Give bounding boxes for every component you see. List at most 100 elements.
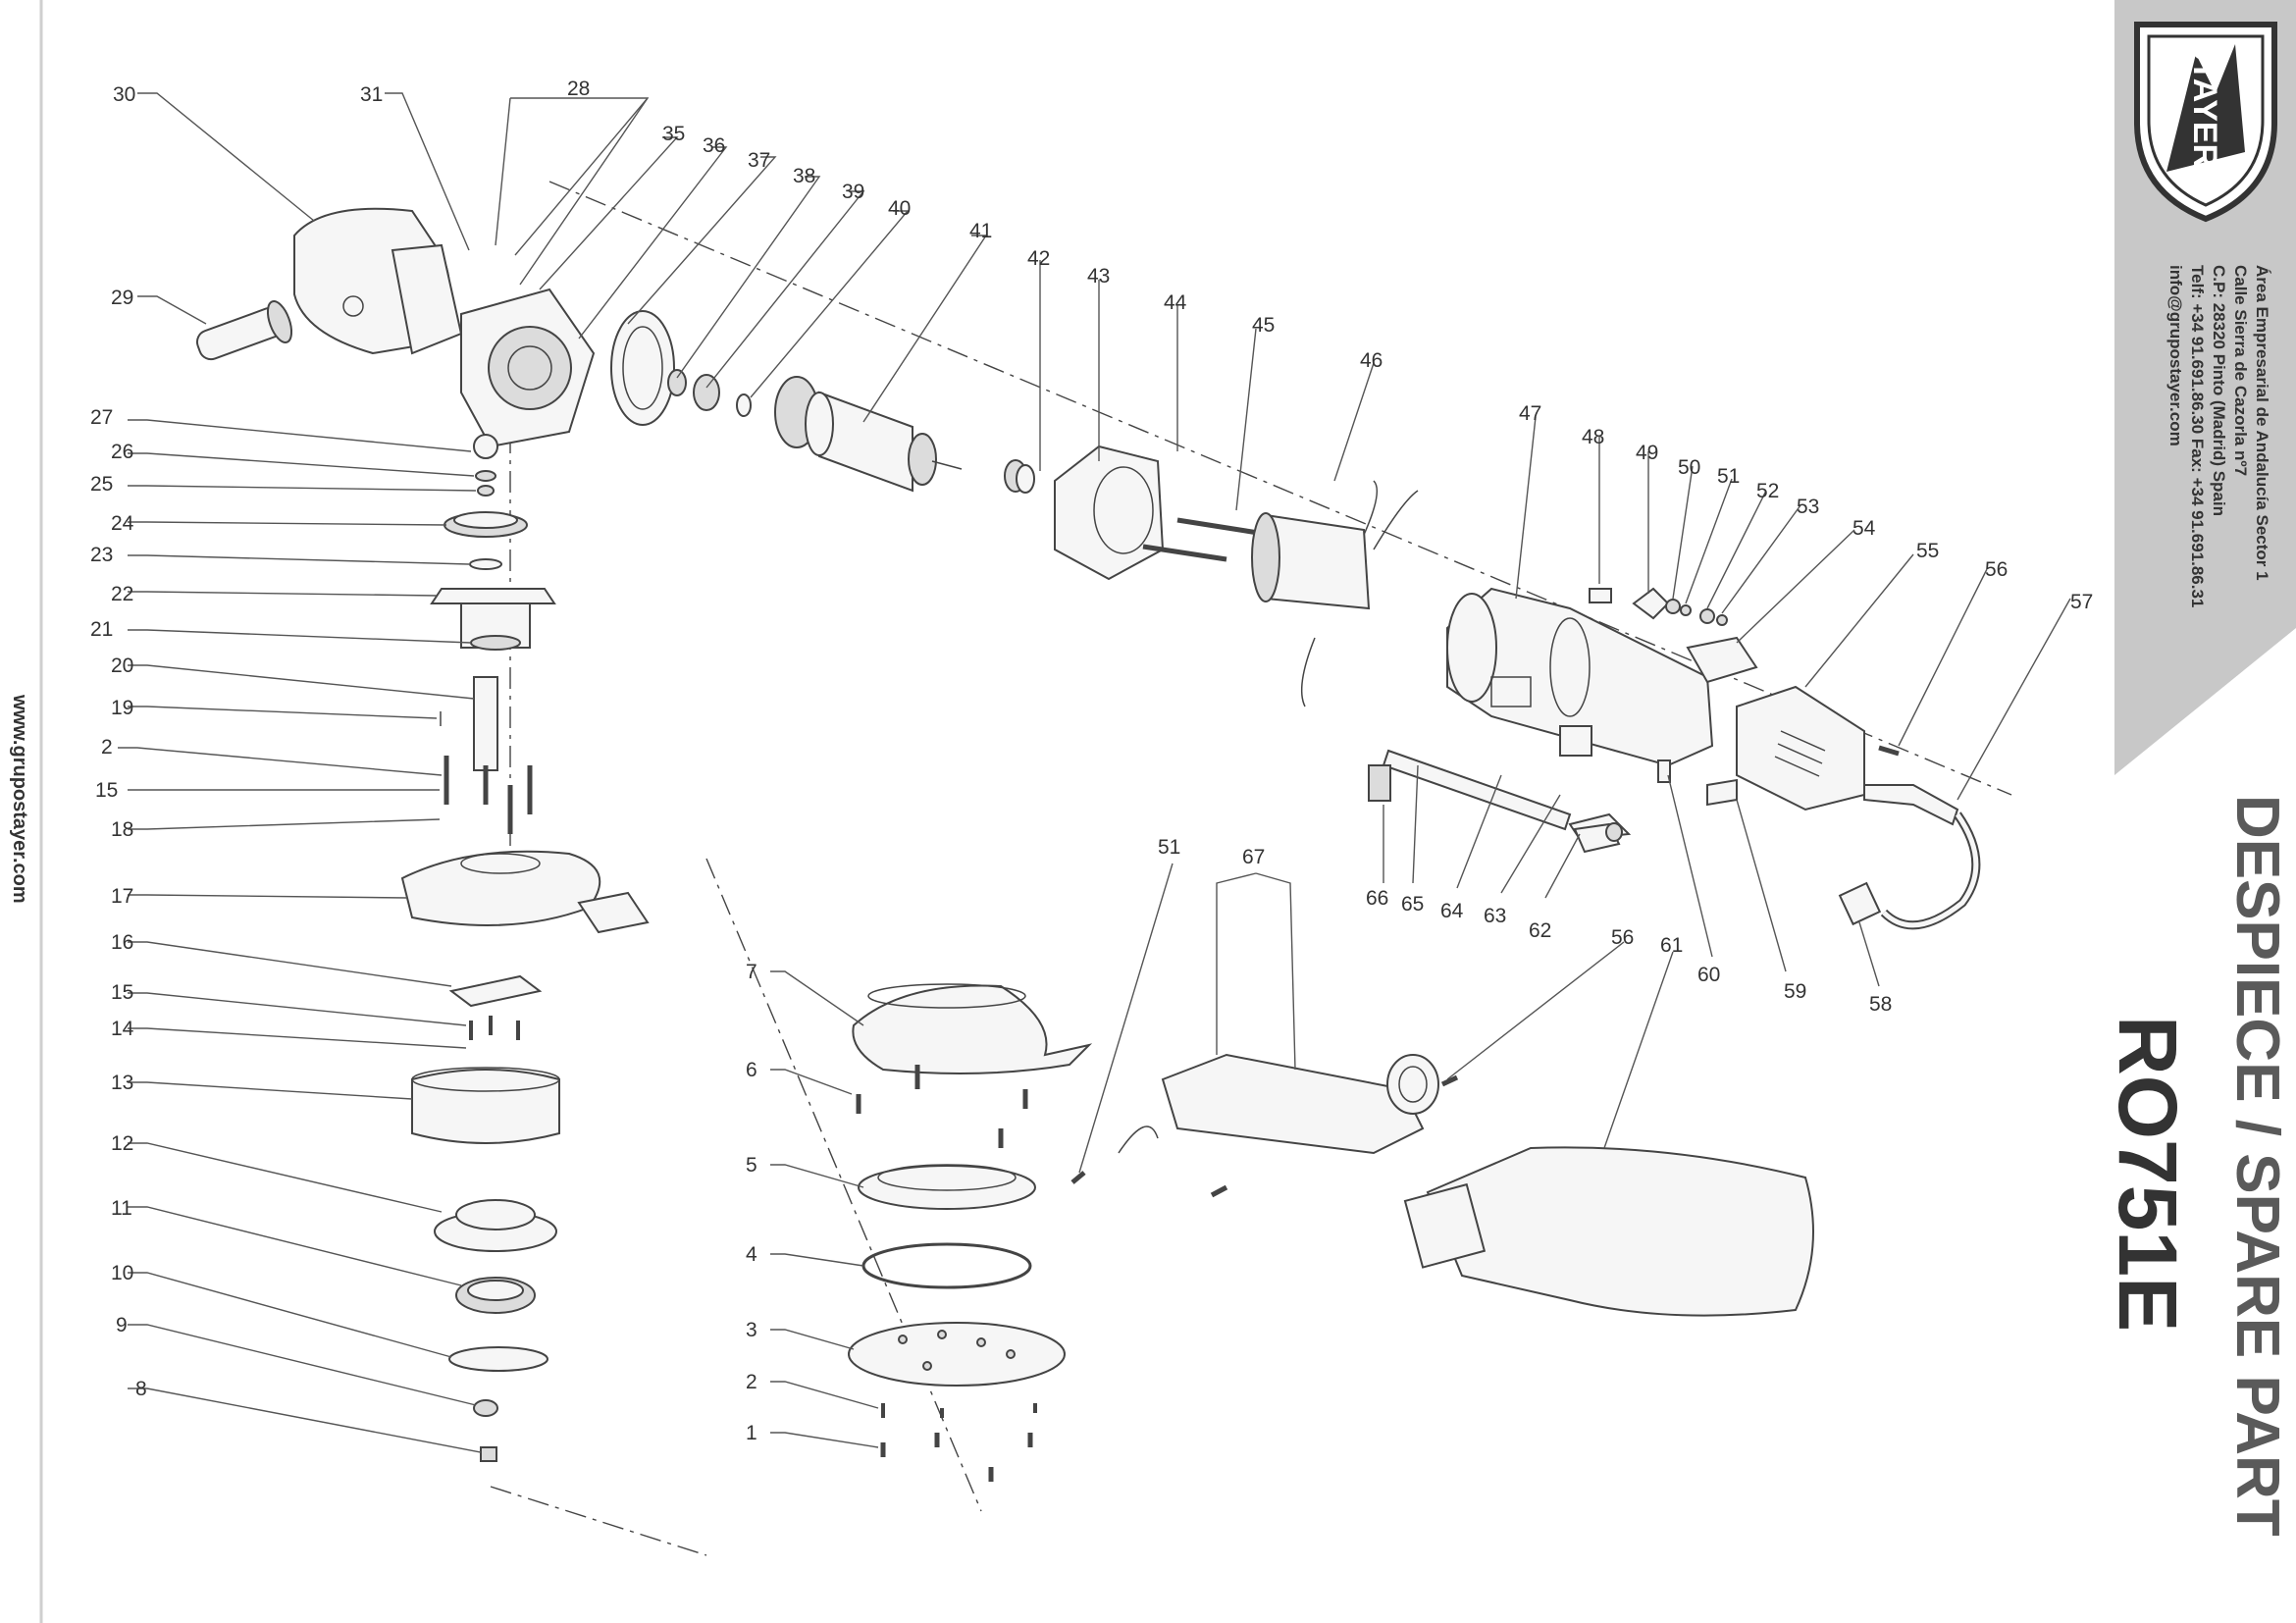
- callout-15: 15: [111, 981, 133, 1004]
- website-text: www.grupostayer.com: [9, 694, 30, 904]
- address-line-4: Telf: +34 91.691.86.30 Fax: +34 91.691.8…: [2188, 265, 2207, 607]
- address-line-2: Calle Sierra de Cazorla nº7: [2231, 265, 2250, 476]
- screw-56-part: [1878, 745, 1900, 757]
- callout-42: 42: [1027, 247, 1050, 270]
- callout-62: 62: [1529, 919, 1551, 942]
- callout-16: 16: [111, 931, 133, 954]
- callout-19: 19: [111, 697, 133, 719]
- callout-29: 29: [111, 287, 133, 309]
- logo-text: STAYER: [2186, 38, 2223, 168]
- callout-57: 57: [2070, 591, 2093, 613]
- callout-23: 23: [90, 544, 113, 566]
- callout-64: 64: [1440, 900, 1464, 922]
- part-21: [470, 635, 521, 651]
- callout-12: 12: [111, 1132, 133, 1155]
- part-59: [1706, 778, 1738, 807]
- baffle-ring-part: [610, 310, 675, 426]
- dust-bag-part: [1403, 1146, 1814, 1317]
- callout-30: 30: [113, 83, 135, 106]
- title-line-2: RO751E: [2102, 1016, 2194, 1332]
- callout-67: 67: [1242, 846, 1265, 868]
- callout-45: 45: [1252, 314, 1275, 337]
- gear-housing-part: [293, 207, 463, 355]
- callout-66: 66: [1366, 887, 1388, 910]
- address-line-5: info@grupostayer.com: [2166, 265, 2185, 446]
- washer-part: [736, 393, 752, 417]
- fan-baffle-part: [1054, 445, 1165, 581]
- callout-56-bottom: 56: [1611, 926, 1634, 949]
- callout-46: 46: [1360, 349, 1383, 372]
- callout-31: 31: [360, 83, 383, 106]
- callout-54: 54: [1852, 517, 1876, 540]
- callout-8: 8: [135, 1378, 147, 1400]
- pad-3-part: [848, 1322, 1066, 1387]
- spindle-20-part: [473, 676, 498, 771]
- shroud-7-part: [852, 983, 1093, 1074]
- callout-5: 5: [746, 1154, 757, 1177]
- callout-labels: 30 31 28 35 36 37 38 39 40 41 42 43 44 4…: [90, 78, 2093, 1444]
- screw-45b-part: [1142, 544, 1227, 562]
- part-53: [1716, 614, 1728, 626]
- part-23: [469, 558, 502, 570]
- bracket-65-part: [1382, 749, 1572, 831]
- brush-66-part: [1368, 764, 1391, 802]
- callout-48: 48: [1582, 426, 1604, 448]
- callout-50: 50: [1678, 456, 1700, 479]
- part-27: [473, 434, 498, 459]
- bearing-43-part: [1016, 464, 1035, 494]
- power-cord-part: [1838, 784, 1981, 930]
- dust-duct-part: [1118, 1053, 1439, 1155]
- ring-5-part: [858, 1164, 1036, 1210]
- counterweight-12-part: [434, 1199, 557, 1252]
- callout-38: 38: [793, 165, 815, 187]
- fan-13-part: [411, 1067, 560, 1144]
- part-56b: [1605, 822, 1623, 842]
- axis-motor: [548, 181, 2012, 796]
- callout-61: 61: [1660, 934, 1683, 957]
- part-63: [1559, 725, 1592, 757]
- callout-40: 40: [888, 197, 911, 220]
- callout-18: 18: [111, 818, 133, 841]
- washer-9-part: [473, 1399, 498, 1417]
- address-line-1: Área Empresarial de Andalucía Sector 1: [2253, 265, 2271, 581]
- address-line-3: C.P: 28320 Pinto (Madrid) Spain: [2210, 265, 2228, 516]
- screws-6-part: [856, 1065, 1028, 1148]
- callout-52: 52: [1756, 480, 1779, 502]
- part-52: [1699, 608, 1715, 624]
- callout-44: 44: [1164, 291, 1187, 314]
- callout-35: 35: [662, 123, 685, 145]
- callout-1: 1: [746, 1422, 757, 1444]
- part-49: [1632, 587, 1670, 620]
- callout-21: 21: [90, 618, 113, 641]
- leader-lines: [118, 92, 2071, 1453]
- stator-part: [1251, 480, 1419, 707]
- side-handle-part: [195, 300, 293, 361]
- screw-51b-part: [1070, 1171, 1086, 1184]
- bearing-11-part: [455, 1277, 536, 1314]
- bearing-part: [667, 369, 687, 396]
- screws-1-2-part: [880, 1403, 1037, 1482]
- plate-16-part: [448, 974, 543, 1040]
- part-50: [1665, 599, 1681, 614]
- callout-65: 65: [1401, 893, 1424, 916]
- callout-2-left: 2: [101, 736, 113, 759]
- callout-56-top: 56: [1985, 558, 2008, 581]
- gear-case-part: [460, 288, 596, 448]
- callout-37: 37: [748, 149, 770, 172]
- stayer-logo: STAYER: [2134, 22, 2277, 223]
- callout-51: 51: [1717, 465, 1740, 488]
- callout-39: 39: [842, 181, 864, 203]
- callout-13: 13: [111, 1072, 133, 1094]
- callout-9: 9: [116, 1314, 128, 1336]
- callout-55: 55: [1916, 540, 1939, 562]
- callout-14: 14: [111, 1018, 134, 1040]
- brand-band: [2114, 0, 2296, 775]
- bearing-cover-22-part: [430, 588, 556, 649]
- part-60b: [1657, 759, 1671, 783]
- callout-7: 7: [746, 961, 757, 983]
- callout-59: 59: [1784, 980, 1806, 1003]
- screws-18-part: [444, 756, 533, 834]
- callout-53: 53: [1797, 496, 1819, 518]
- base-plate-17-part: [400, 850, 650, 934]
- motor-housing-part: [1446, 587, 1714, 767]
